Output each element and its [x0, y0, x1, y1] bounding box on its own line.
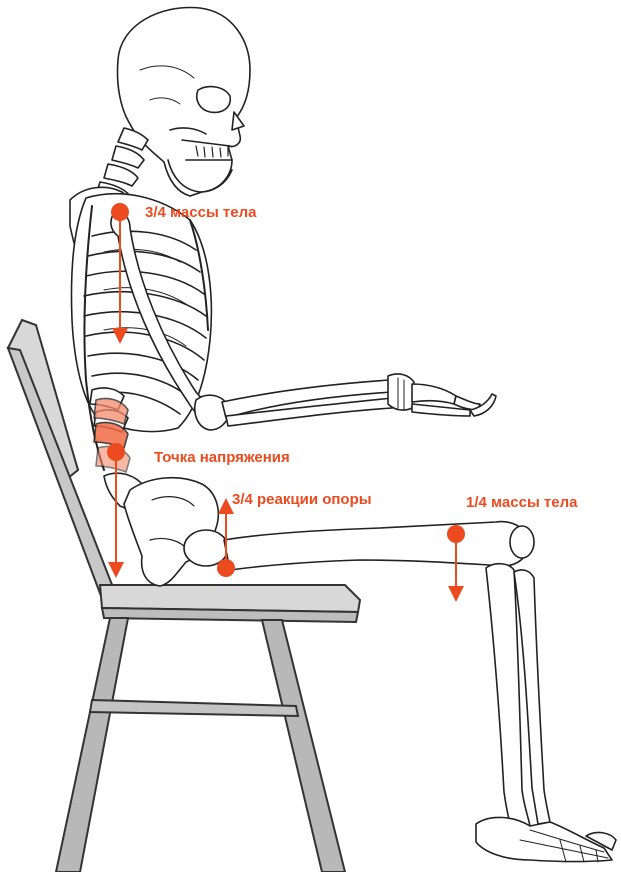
chair-rear-leg [56, 618, 128, 872]
foot [476, 817, 616, 862]
skeleton [70, 8, 616, 862]
lumbar-stress-zone [94, 398, 130, 472]
chair-crossbar [90, 700, 298, 716]
lower-body-mass-point [447, 525, 465, 543]
elbow [195, 395, 229, 430]
upper-body-weight-label: 3/4 массы тела [145, 204, 256, 221]
femur [224, 522, 529, 570]
patella [510, 526, 534, 558]
support-reaction-point [217, 559, 235, 577]
stress-point [107, 443, 125, 461]
support-reaction-label: 3/4 реакции опоры [232, 491, 372, 508]
upper-body-mass-point [111, 203, 129, 221]
pelvis [104, 473, 228, 586]
stress-point-label: Точка напряжения [154, 449, 290, 466]
hand [388, 374, 496, 416]
chair-front-leg [262, 620, 345, 872]
chair-backrest [8, 320, 78, 478]
lower-body-weight-label: 1/4 массы тела [466, 494, 577, 511]
